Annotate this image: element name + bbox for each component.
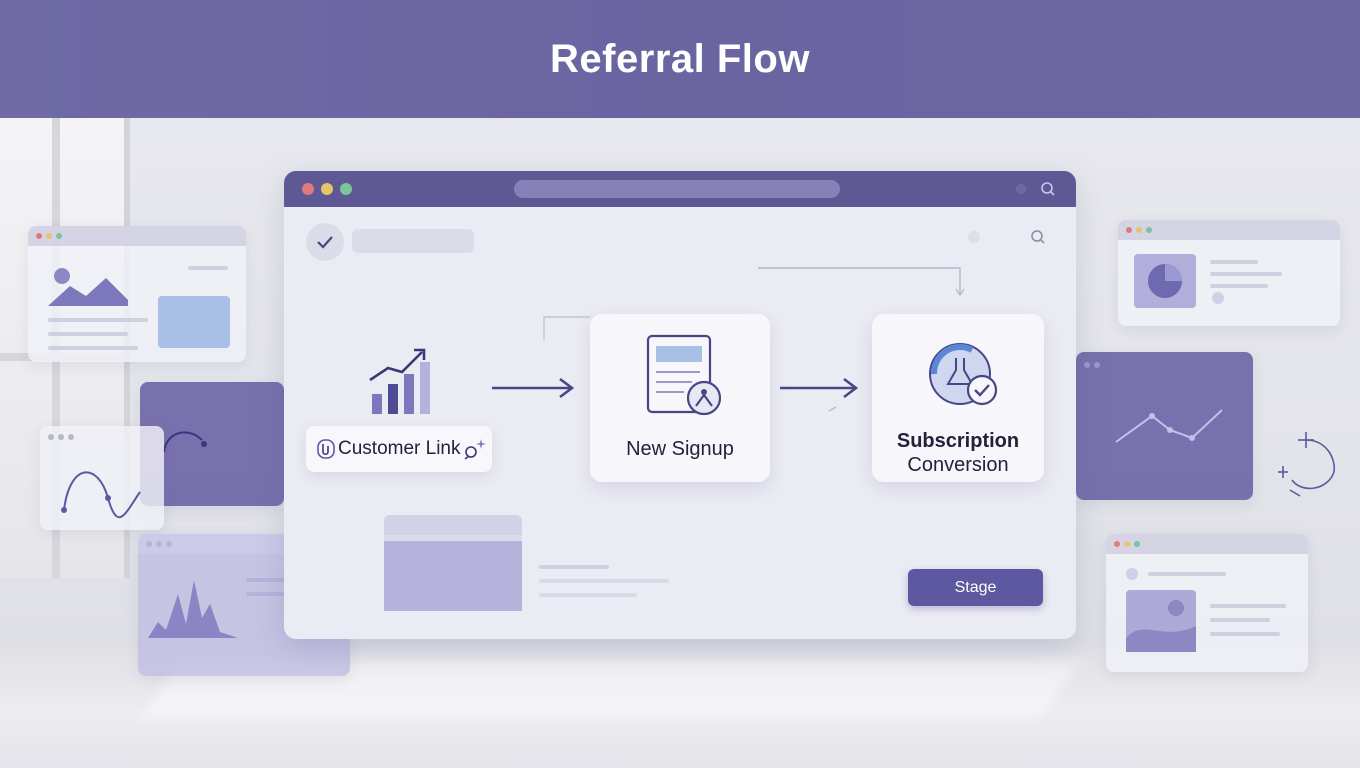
image-placeholder-icon <box>1126 600 1196 652</box>
text-line <box>1210 632 1280 636</box>
toolbar-dot <box>968 231 980 243</box>
orbit-icon <box>1278 432 1335 497</box>
image-placeholder-icon <box>48 268 128 306</box>
image-thumbnail <box>158 296 230 348</box>
flow-arrow-2 <box>780 377 859 399</box>
stage-button[interactable]: Stage <box>908 569 1043 606</box>
browser-titlebar <box>284 171 1076 207</box>
search-icon[interactable] <box>1040 181 1056 197</box>
maximize-window-dot[interactable] <box>340 183 352 195</box>
text-line <box>1210 272 1282 276</box>
sparkle-link-icon <box>464 439 486 460</box>
new-signup-label: New Signup <box>626 438 734 460</box>
floating-panel-dark <box>140 382 284 506</box>
text-line <box>1210 260 1258 264</box>
new-signup-step[interactable]: New Signup <box>590 314 770 482</box>
image-thumbnail <box>384 541 522 611</box>
panel-titlebar <box>384 515 522 535</box>
window-controls <box>302 183 352 195</box>
header-band: Referral Flow <box>0 0 1360 118</box>
window-controls <box>36 233 62 239</box>
subscription-label: Subscription <box>896 430 1020 452</box>
text-line <box>246 592 306 596</box>
customer-link-step[interactable]: Customer Link <box>306 426 492 472</box>
check-circle-icon[interactable] <box>306 223 344 261</box>
curve-graph-icon <box>61 471 141 519</box>
window-controls <box>1084 362 1100 368</box>
panel-titlebar <box>28 226 246 246</box>
status-dot <box>1126 568 1138 580</box>
close-window-dot[interactable] <box>302 183 314 195</box>
floating-panel-line-chart <box>1076 352 1253 500</box>
panel-titlebar <box>1118 220 1340 240</box>
status-dot <box>1212 292 1224 304</box>
spectrum-chart-icon <box>148 580 238 638</box>
floating-panel-gallery <box>1106 534 1308 672</box>
text-line <box>539 579 669 583</box>
conversion-label: Conversion <box>907 454 1009 476</box>
growth-chart-icon <box>369 348 430 414</box>
text-line <box>1210 604 1286 608</box>
pie-chart-icon <box>1148 264 1182 298</box>
flow-arrow-1 <box>492 377 575 399</box>
window-controls <box>48 434 74 440</box>
pie-chart-tile <box>1134 254 1196 308</box>
minimize-window-dot[interactable] <box>321 183 333 195</box>
line-chart-icon <box>1115 409 1223 443</box>
link-badge-icon <box>317 439 335 459</box>
text-line <box>539 593 637 597</box>
text-line <box>48 318 148 322</box>
window-controls <box>1114 541 1140 547</box>
connector-lines <box>543 267 965 412</box>
toolbar-pill[interactable] <box>352 229 474 253</box>
text-line <box>1210 284 1268 288</box>
customer-link-label: Customer Link <box>338 438 461 459</box>
extension-dot <box>1016 184 1026 194</box>
window-controls <box>146 541 172 547</box>
search-icon[interactable] <box>1030 229 1046 245</box>
image-thumbnail <box>1126 590 1196 652</box>
text-line <box>188 266 228 270</box>
url-bar[interactable] <box>514 180 840 198</box>
floating-panel-image <box>28 226 246 362</box>
floating-panel-curve <box>40 426 164 530</box>
conversion-check-icon <box>929 343 998 406</box>
window-controls <box>1126 227 1152 233</box>
floating-panel-pie <box>1118 220 1340 326</box>
subscription-conversion-step[interactable]: Subscription Conversion <box>872 314 1044 482</box>
curve-graph-icon <box>163 431 207 453</box>
signup-form-icon <box>646 334 722 416</box>
text-line <box>48 332 128 336</box>
panel-titlebar <box>1106 534 1308 554</box>
text-line <box>1210 618 1270 622</box>
page-title: Referral Flow <box>550 36 810 81</box>
text-line <box>48 346 138 350</box>
text-line <box>539 565 609 569</box>
placeholder-card <box>384 515 522 611</box>
text-line <box>1148 572 1226 576</box>
